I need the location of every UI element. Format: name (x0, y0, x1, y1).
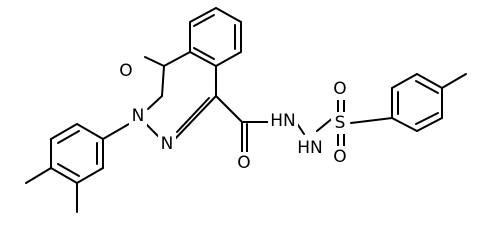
bond (50, 123, 78, 140)
bond (163, 51, 191, 67)
atom-mask (235, 152, 253, 174)
bond (76, 167, 104, 184)
bond (193, 47, 215, 60)
atom-mask (268, 110, 298, 132)
bond (189, 7, 217, 23)
atom-mask (295, 137, 325, 159)
bond (215, 95, 243, 123)
bond (193, 14, 215, 27)
atom-mask (158, 133, 176, 155)
atom-mask (129, 105, 147, 127)
bond (416, 117, 443, 132)
bond (391, 117, 418, 132)
atom-layer: O N N O HN HN S O O (117, 60, 349, 174)
atom-n2: N (132, 106, 145, 126)
atom-s: S (335, 113, 346, 133)
bond (50, 167, 78, 184)
atom-n3: N (161, 134, 174, 154)
bond (391, 73, 418, 89)
atom-nh-b: HN (297, 138, 323, 158)
bond (57, 130, 80, 144)
atom-mask (331, 78, 349, 100)
bond (161, 65, 165, 97)
bond (25, 167, 52, 184)
bond (147, 95, 163, 110)
bond (173, 95, 217, 141)
atom-o-sulfonyl-bottom: O (333, 147, 346, 167)
bond (215, 7, 242, 23)
atom-mask (331, 146, 349, 168)
bond-layer (25, 7, 467, 213)
bond (415, 112, 439, 125)
bond (76, 123, 104, 140)
bond (144, 56, 165, 67)
bond (102, 123, 130, 140)
bond (215, 51, 242, 67)
atom-o-amide: O (237, 153, 250, 173)
bond (57, 163, 80, 177)
bond (189, 51, 217, 67)
atom-o-ketone: O (119, 61, 132, 81)
bond (415, 80, 439, 94)
bond (350, 117, 393, 124)
bond (176, 97, 210, 133)
atom-mask (331, 112, 349, 134)
bond (416, 73, 443, 89)
atom-nh-a: HN (270, 111, 296, 131)
atom-o-sulfonyl-top: O (333, 79, 346, 99)
bond (144, 122, 161, 139)
atom-mask (117, 60, 135, 82)
bond (441, 73, 467, 89)
